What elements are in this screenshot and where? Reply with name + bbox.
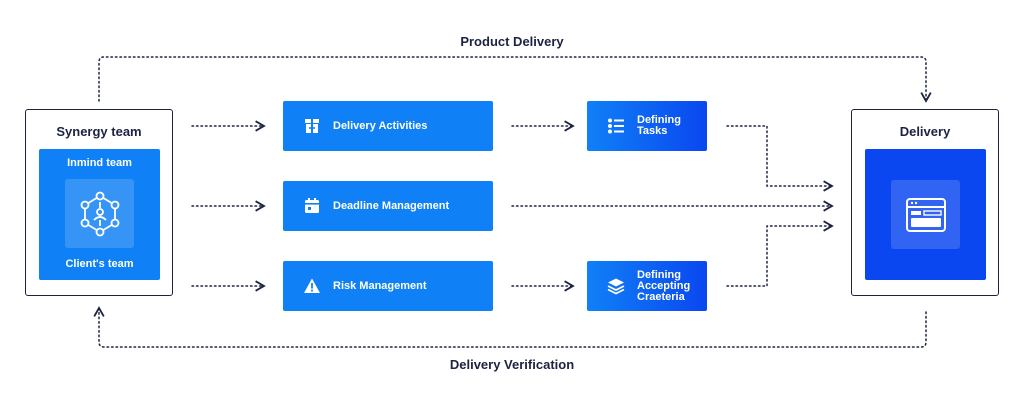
product-delivery-line (98, 56, 932, 103)
delivery-box-icon (303, 117, 321, 135)
delivery-activities-step: Delivery Activities (283, 101, 493, 151)
delivery-box: Delivery (851, 109, 999, 296)
defining-tasks-label: Defining Tasks (637, 114, 681, 137)
synergy-team-box: Synergy team Inmind team C (25, 109, 173, 296)
deadline-management-label: Deadline Management (333, 199, 450, 212)
arrow-criteria-to-delivery (726, 220, 834, 287)
warning-triangle-icon (303, 277, 321, 295)
risk-management-label: Risk Management (333, 279, 427, 292)
arrow-tasks-to-delivery (726, 125, 834, 192)
defining-criteria-step: Defining Accepting Craeteria (587, 261, 707, 311)
inmind-team-label: Inmind team (67, 157, 132, 169)
delivery-title: Delivery (899, 124, 951, 139)
team-panel: Inmind team Client's team (39, 149, 160, 280)
delivery-verification-label: Delivery Verification (449, 357, 575, 372)
layers-icon (607, 277, 625, 295)
clients-team-label: Client's team (65, 258, 134, 270)
calendar-icon (303, 197, 321, 215)
product-delivery-label: Product Delivery (460, 34, 564, 49)
task-list-icon (607, 117, 625, 135)
defining-criteria-label: Defining Accepting Craeteria (637, 268, 691, 303)
team-network-icon (65, 179, 134, 248)
defining-tasks-step: Defining Tasks (587, 101, 707, 151)
deadline-management-step: Deadline Management (283, 181, 493, 231)
browser-window-icon (891, 180, 960, 249)
delivery-verification-line (93, 306, 927, 348)
delivery-panel (865, 149, 986, 280)
synergy-team-title: Synergy team (56, 124, 142, 139)
risk-management-step: Risk Management (283, 261, 493, 311)
delivery-activities-label: Delivery Activities (333, 119, 428, 132)
